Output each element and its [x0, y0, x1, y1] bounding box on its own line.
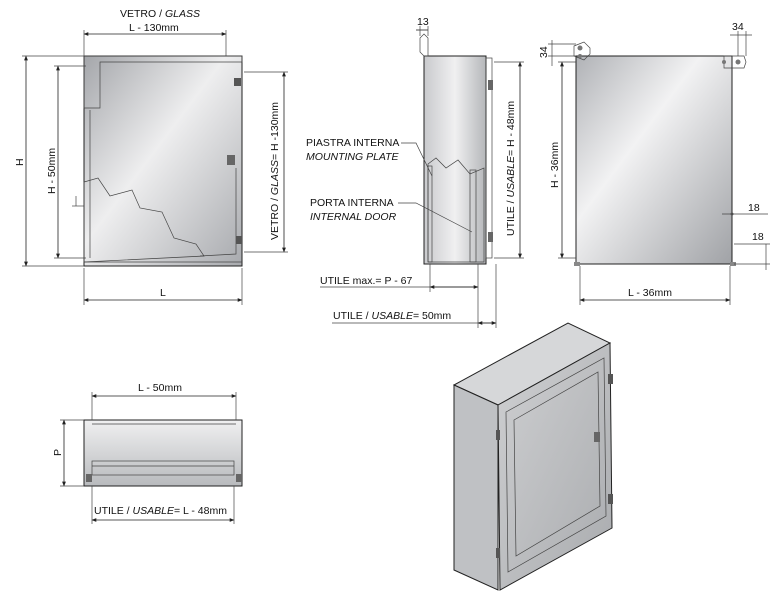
- 3d-side-face: [453, 384, 499, 591]
- side-view: 13 PIASTRA INTERNA MOUNTING PLATE PORTA …: [306, 16, 524, 328]
- enclosure-3d-view: [452, 322, 613, 591]
- dim-13: 13: [417, 16, 429, 28]
- depth-label: P: [52, 449, 64, 456]
- glass-height-label: VETRO / GLASS= H -130mm: [269, 102, 281, 240]
- back-view: 34 34 H - 36mm 18 18 L - 36mm: [538, 21, 770, 305]
- internal-door-label-en: INTERNAL DOOR: [310, 211, 397, 223]
- glass-corner: [199, 168, 237, 257]
- internal-door-profile: [469, 169, 477, 263]
- hinge-top: [234, 78, 241, 86]
- wall-bracket-right: [723, 55, 747, 69]
- back-height-label: H - 36mm: [549, 142, 561, 188]
- back-width-label: L - 36mm: [628, 287, 672, 299]
- back-panel: [575, 55, 733, 265]
- front-panel: [83, 55, 243, 267]
- usable-depth-label: UTILE / USABLE= 50mm: [333, 310, 451, 322]
- width-label: L: [160, 287, 166, 299]
- door-profile: [485, 57, 493, 259]
- hinge-bottom: [236, 236, 242, 244]
- front-view: VETRO / GLASS L - 130mm H H - 50mm VETRO…: [14, 8, 288, 305]
- glass-width-label: L - 130mm: [129, 22, 179, 34]
- top-width-label: L - 50mm: [138, 382, 182, 394]
- usable-height-label: UTILE / USABLE= H - 48mm: [505, 101, 517, 236]
- height-label: H: [14, 158, 26, 166]
- top-panel: [83, 419, 243, 487]
- internal-door-label-it: PORTA INTERNA: [310, 197, 394, 209]
- mounting-bracket: [419, 33, 429, 57]
- dim-18-b: 18: [752, 231, 764, 243]
- inner-height-label: H - 50mm: [46, 148, 58, 194]
- top-view: L - 50mm P UTILE / USABLE= L - 48mm: [52, 382, 243, 524]
- 3d-lock-icon: [594, 432, 600, 442]
- front-cutaway-top: [83, 55, 243, 109]
- mounting-plate-label-en: MOUNTING PLATE: [306, 151, 400, 163]
- dim-34-left: 34: [538, 46, 550, 58]
- galvanized-plate-cutaway: [83, 177, 205, 263]
- 3d-front-face: [497, 342, 613, 591]
- usable-rail: [91, 460, 235, 476]
- mounting-plate-profile: [427, 165, 433, 263]
- dim-18-a: 18: [748, 202, 760, 214]
- lock-icon: [227, 155, 235, 165]
- 3d-glass: [513, 371, 601, 557]
- top-usable-label: UTILE / USABLE= L - 48mm: [94, 505, 227, 517]
- mounting-plate-label-it: PIASTRA INTERNA: [306, 137, 399, 149]
- glass-label: VETRO / GLASS: [120, 8, 200, 20]
- dim-34-top: 34: [732, 21, 744, 33]
- usable-max-label: UTILE max.= P - 67: [320, 275, 412, 287]
